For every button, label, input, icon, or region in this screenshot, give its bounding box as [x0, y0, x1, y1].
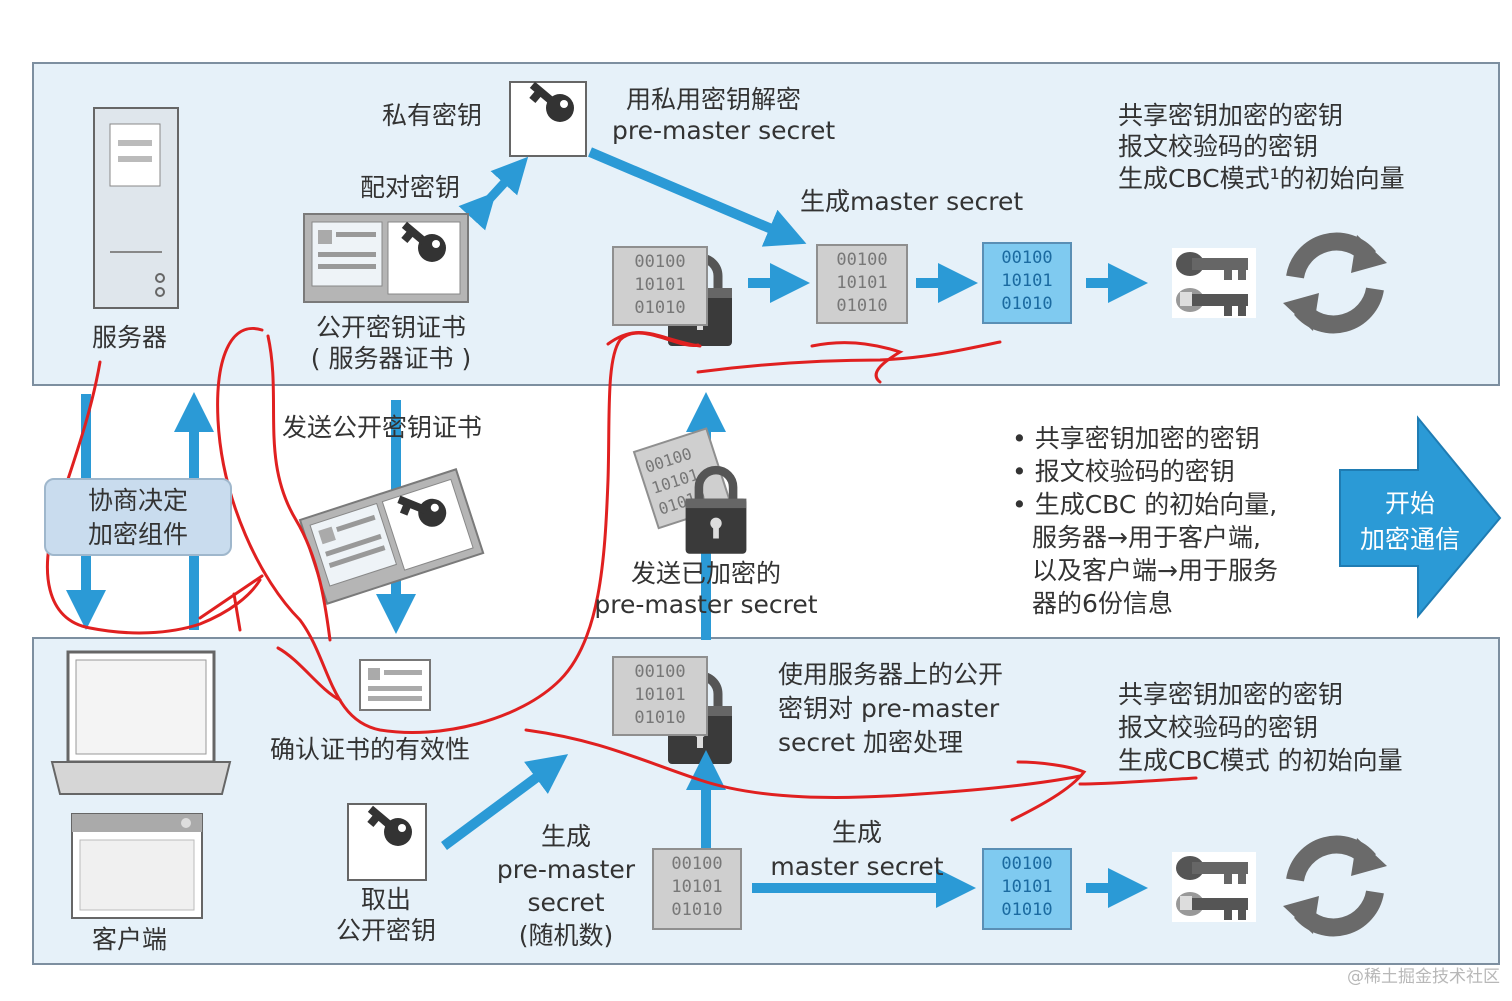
start-line: 加密通信: [1359, 525, 1460, 554]
encrypt-note-line: 密钥对 pre-master: [778, 694, 1000, 723]
start-encryption-arrow-icon: [1339, 415, 1502, 619]
encrypt-note-line: 使用服务器上的公开: [778, 660, 1004, 689]
client-cycle-icon: [1283, 838, 1387, 934]
take-key-line: 公开密钥: [335, 916, 436, 946]
browser-window-icon: [71, 813, 203, 919]
negotiate-line: 加密组件: [87, 520, 188, 549]
pair-arrow-icon: [458, 156, 529, 231]
certificate-label: 公开密钥证书 ( 服务器证书 ): [296, 312, 486, 375]
generate-pms-label: 生成 pre-master secret (随机数): [492, 820, 640, 952]
bit-row: 10101: [634, 685, 686, 705]
server-session-bits: 00100 10101 01010: [982, 242, 1072, 324]
send-encrypted-line: pre-master secret: [594, 590, 818, 620]
client-public-key-icon: [347, 803, 427, 881]
server-master-bits: 00100 10101 01010: [816, 244, 908, 324]
generate-pms-line: secret: [527, 888, 605, 917]
bit-row: 00100: [634, 662, 686, 682]
generate-pms-line: pre-master: [496, 855, 636, 884]
bullet-item: 以及客户端→用于服务: [1032, 556, 1278, 585]
decrypt-note-line: 用私用密钥解密: [626, 85, 802, 114]
red-annotation: [45, 327, 1198, 822]
client-label: 客户端: [92, 925, 168, 954]
bit-row: 00100: [634, 252, 686, 272]
bit-row: 10101: [1001, 877, 1053, 897]
generate-master-label: 生成master secret: [800, 187, 1024, 216]
server-label: 服务器: [92, 323, 168, 352]
take-key-label: 取出 公开密钥: [326, 884, 446, 947]
client-session-bits: 00100 10101 01010: [982, 848, 1072, 930]
bullet-item: 器的6份信息: [1032, 589, 1173, 618]
bit-row: 01010: [634, 298, 686, 318]
result-note: 共享密钥加密的密钥: [1118, 680, 1344, 709]
decrypt-note: 用私用密钥解密 pre-master secret: [612, 84, 835, 147]
client-pms-bits: 00100 10101 01010: [652, 848, 742, 930]
start-line: 开始: [1384, 489, 1435, 518]
server-cycle-icon: [1283, 235, 1387, 331]
bullet-item: • 报文校验码的密钥: [1012, 457, 1235, 486]
server-keys-icon: [1172, 248, 1256, 318]
client-encrypted-bits: 00100 10101 01010: [612, 656, 708, 736]
result-note: 共享密钥加密的密钥: [1118, 101, 1344, 130]
send-cert-label: 发送公开密钥证书: [282, 413, 483, 442]
encrypt-note: 使用服务器上的公开 密钥对 pre-master secret 加密处理: [778, 658, 1003, 760]
client-keys-icon: [1172, 852, 1256, 922]
result-note: 生成CBC模式¹的初始向量: [1118, 163, 1405, 193]
private-key-icon: [509, 81, 587, 157]
bit-row: 01010: [836, 296, 888, 316]
result-note: 报文校验码的密钥: [1118, 132, 1319, 162]
watermark: @稀土掘金技术社区: [1347, 967, 1500, 987]
bit-row: 01010: [671, 900, 723, 920]
bit-row: 10101: [1001, 271, 1053, 291]
generate-pms-line: 生成: [540, 822, 591, 851]
certificate-line: 公开密钥证书: [315, 313, 466, 342]
certificate-line: ( 服务器证书 ): [310, 344, 472, 374]
pair-key-label: 配对密钥: [360, 173, 461, 202]
client-result-notes: 共享密钥加密的密钥 报文校验码的密钥 生成CBC模式 的初始向量: [1118, 678, 1403, 777]
send-encrypted-label: 发送已加密的 pre-master secret: [588, 558, 824, 621]
bit-row: 10101: [634, 275, 686, 295]
encrypt-note-line: secret 加密处理: [778, 728, 964, 757]
bit-row: 00100: [1001, 854, 1053, 874]
server-icon: [93, 107, 179, 309]
bit-row: 00100: [1001, 248, 1053, 268]
generate-pms-line: (随机数): [518, 921, 614, 950]
client-generate-master-label: 生成 master secret: [762, 816, 952, 884]
negotiate-box: 协商决定 加密组件: [44, 478, 232, 556]
private-key-label: 私有密钥: [382, 101, 483, 130]
bullet-item: • 生成CBC 的初始向量,: [1012, 490, 1278, 519]
take-key-arrow-icon: [441, 754, 569, 851]
bit-row: 10101: [836, 273, 888, 293]
bit-row: 01010: [1001, 900, 1053, 920]
bit-row: 01010: [634, 708, 686, 728]
decrypt-arrow-icon: [588, 147, 807, 247]
verify-cert-label: 确认证书的有效性: [270, 735, 471, 764]
result-note: 报文校验码的密钥: [1118, 713, 1319, 742]
bit-row: 00100: [671, 854, 723, 874]
send-encrypted-line: 发送已加密的: [630, 559, 781, 588]
bullet-item: 服务器→用于客户端,: [1032, 523, 1261, 552]
info-bullet-list: • 共享密钥加密的密钥 • 报文校验码的密钥 • 生成CBC 的初始向量, 服务…: [1012, 422, 1278, 620]
take-key-line: 取出: [360, 885, 411, 914]
start-encryption-label: 开始 加密通信: [1348, 486, 1472, 558]
verify-document-icon: [359, 659, 431, 711]
bit-row: 00100: [836, 250, 888, 270]
sent-certificate-icon: [300, 469, 483, 603]
bit-row: 01010: [1001, 294, 1053, 314]
decrypt-note-line: pre-master secret: [612, 116, 836, 146]
server-pms-bits: 00100 10101 01010: [612, 246, 708, 326]
server-certificate-icon: [304, 214, 468, 302]
result-note: 生成CBC模式 的初始向量: [1118, 746, 1403, 775]
client-master-line: master secret: [770, 852, 944, 881]
negotiate-line: 协商决定: [87, 486, 188, 515]
laptop-icon: [50, 650, 232, 795]
bit-row: 10101: [671, 877, 723, 897]
client-master-line: 生成: [831, 818, 882, 847]
server-result-notes: 共享密钥加密的密钥 报文校验码的密钥 生成CBC模式¹的初始向量: [1118, 100, 1405, 194]
bullet-item: • 共享密钥加密的密钥: [1012, 424, 1260, 453]
